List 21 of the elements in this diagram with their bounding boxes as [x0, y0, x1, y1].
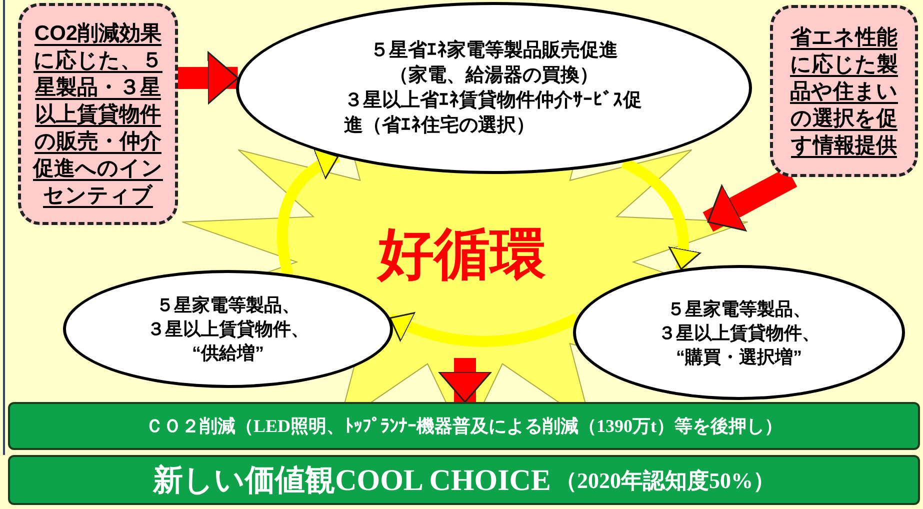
note-box: [770, 5, 918, 177]
ellipse-text: ５星家電等製品、: [156, 294, 300, 317]
banner-text: （2020年認知度50%）: [554, 466, 775, 494]
ellipse-text: ５星家電等製品、: [667, 298, 811, 320]
ellipse-text: “供給増”: [192, 342, 264, 365]
ellipse-text: ５星省ｴﾈ家電等製品販売促進: [370, 38, 618, 63]
ellipse-text: ３星以上賃貸物件、: [658, 322, 820, 344]
banner-bar: [8, 402, 920, 450]
ellipse-text: “購買・選択増”: [676, 346, 802, 368]
cycle-title: 好循環: [378, 222, 546, 286]
block-arrow: [438, 358, 492, 403]
banner-bar: [8, 455, 920, 505]
ellipse-text: （家電、給湯器の買換）: [390, 64, 598, 88]
block-arrow: [178, 51, 239, 105]
note-box: [18, 3, 178, 225]
banner-text: ＣＯ２削減（LED照明、ﾄｯﾌﾟﾗﾝﾅｰ機器普及による削減（1390万t）等を後押し）: [145, 414, 782, 438]
ellipse-text: ３星以上省ｴﾈ賃貸物件仲介ｻｰﾋﾞｽ促進（省ｴﾈ住宅の選択）: [344, 88, 643, 138]
incentive-text: CO2削減効果に応じた、５星製品・３星以上賃貸物件の販売・仲介促進へのインセンティブ: [33, 20, 163, 208]
banner-text: 新しい価値観COOL CHOICE: [153, 462, 551, 498]
incentive-text: 省エネ性能に応じた製品や住まいの選択を促す情報提供: [789, 24, 899, 158]
ellipse-text: ３星以上賃貸物件、: [147, 318, 309, 341]
